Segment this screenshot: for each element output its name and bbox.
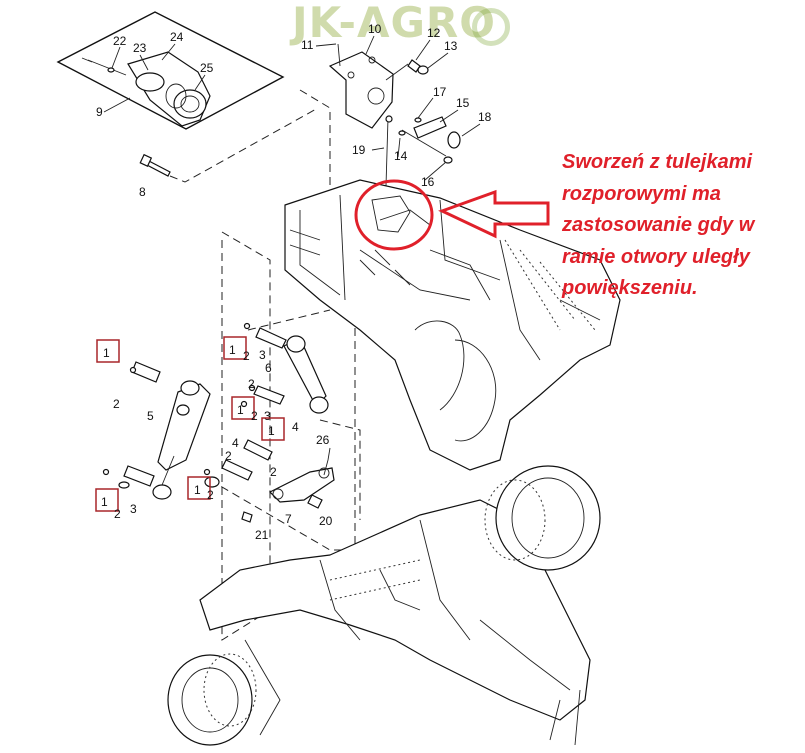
callout-2c: 2 xyxy=(248,377,255,391)
callout-1a: 1 xyxy=(103,346,110,360)
highlight-marker xyxy=(354,179,550,251)
callout-3c: 3 xyxy=(130,502,137,516)
callout-13: 13 xyxy=(444,39,458,53)
callout-1d: 1 xyxy=(268,424,275,438)
jk-agro-logo: JK-AGRO xyxy=(284,0,524,62)
bolt-8 xyxy=(139,107,319,183)
callout-2b: 2 xyxy=(243,349,250,363)
callout-16: 16 xyxy=(421,175,435,189)
callout-21: 21 xyxy=(255,528,269,542)
callout-2d: 2 xyxy=(251,409,258,423)
front-axle xyxy=(167,465,601,746)
callout-1b: 1 xyxy=(229,343,236,357)
callout-12: 12 xyxy=(427,26,441,40)
callout-26: 26 xyxy=(316,433,330,447)
callout-3a: 3 xyxy=(259,348,266,362)
callout-20: 20 xyxy=(319,514,333,528)
callout-10: 10 xyxy=(368,22,382,36)
linkage-parts-14-19 xyxy=(385,115,461,187)
mounting-bracket-10 xyxy=(328,43,429,129)
callout-9: 9 xyxy=(96,105,103,119)
callout-3b: 3 xyxy=(264,409,271,423)
callout-2e: 2 xyxy=(225,449,232,463)
hydraulic-cylinder-5 xyxy=(118,361,211,500)
callout-8: 8 xyxy=(139,185,146,199)
callout-1e: 1 xyxy=(194,483,201,497)
callout-7: 7 xyxy=(285,512,292,526)
callout-11: 11 xyxy=(301,38,314,52)
callout-4a: 4 xyxy=(292,420,299,434)
callout-box-1d xyxy=(261,417,285,441)
callout-23: 23 xyxy=(133,41,147,55)
bearing-ring-icon xyxy=(472,8,510,46)
callout-2f: 2 xyxy=(270,465,277,479)
link-arm-7 xyxy=(241,447,335,523)
pointer-arrow-icon xyxy=(438,189,550,239)
callout-box-1a xyxy=(96,339,120,363)
logo-text: JK-AGRO xyxy=(292,0,496,47)
callout-4b: 4 xyxy=(232,436,239,450)
callout-25: 25 xyxy=(200,61,214,75)
callout-2a: 2 xyxy=(113,397,120,411)
callout-22: 22 xyxy=(113,34,127,48)
callout-24: 24 xyxy=(170,30,184,44)
callout-box-1b xyxy=(223,336,247,360)
hydraulic-cylinder-6 xyxy=(204,327,329,488)
callout-18: 18 xyxy=(478,110,492,124)
callout-1c: 1 xyxy=(237,403,244,417)
callout-box-1e xyxy=(187,476,211,500)
highlight-circle xyxy=(354,179,434,251)
callout-14: 14 xyxy=(394,149,408,163)
callout-15: 15 xyxy=(456,96,470,110)
repair-note: Sworzeń z tulejkami rozporowymi ma zasto… xyxy=(562,151,755,299)
callout-box-1c xyxy=(231,396,255,420)
leader-lines xyxy=(103,35,481,181)
small-bolts xyxy=(102,322,256,476)
callout-17: 17 xyxy=(433,85,447,99)
callout-2h: 2 xyxy=(114,507,121,521)
callout-labels: 22 23 24 25 9 8 11 10 12 13 17 15 18 19 … xyxy=(95,22,492,542)
subassembly-frame xyxy=(56,11,285,130)
callout-6: 6 xyxy=(265,361,272,375)
callout-19: 19 xyxy=(352,143,366,157)
tractor-front-frame xyxy=(284,179,621,471)
bearing-housing-subassembly xyxy=(81,51,211,127)
callout-1f: 1 xyxy=(101,495,108,509)
callout-2g: 2 xyxy=(207,488,214,502)
callout-5: 5 xyxy=(147,409,154,423)
callout-box-1f xyxy=(95,488,119,512)
